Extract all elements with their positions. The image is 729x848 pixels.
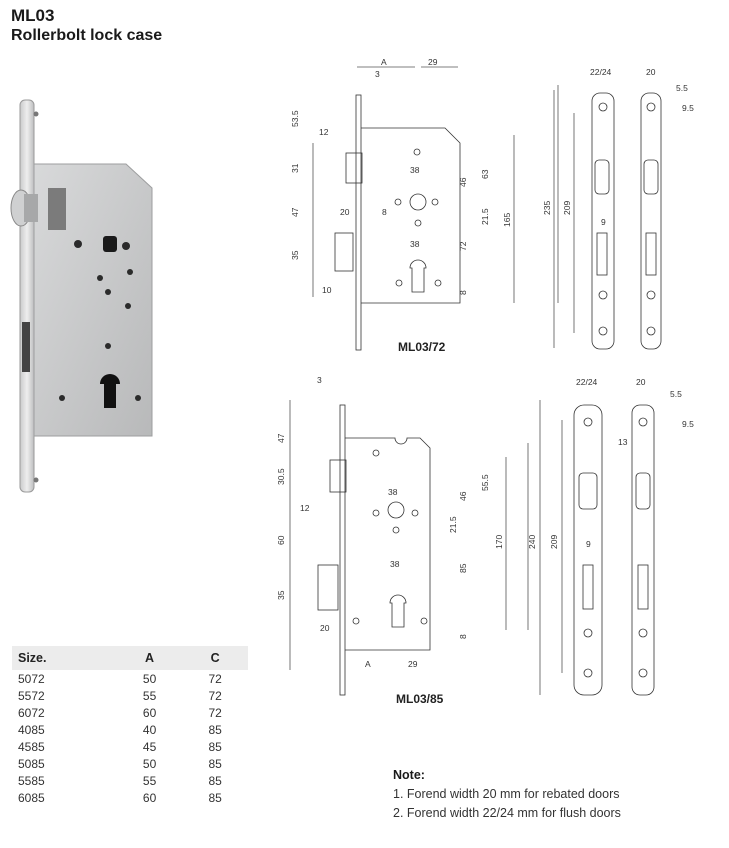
dim-bot-38a: 38 (388, 487, 398, 497)
a-cell: 55 (142, 688, 157, 703)
dim-bot-47: 47 (276, 433, 286, 443)
size-table-header: Size. A C (12, 646, 248, 670)
dim-top-22-24: 22/24 (590, 67, 612, 77)
notes: Note: 1. Forend width 20 mm for rebated … (393, 766, 621, 823)
dim-top-38a: 38 (410, 165, 420, 175)
c-cell: 85 (208, 756, 222, 771)
dim-top-8-dia: 8 (382, 207, 387, 217)
a-cell: 55 (142, 773, 157, 788)
dim-bot-29: 29 (408, 659, 418, 669)
dim-top-46: 46 (458, 177, 468, 187)
dim-bot-21-5: 21.5 (448, 516, 458, 533)
dim-bot-a: A (365, 659, 371, 669)
dim-bot-240: 240 (527, 535, 537, 549)
dim-top-72: 72 (458, 241, 468, 251)
note-item: 2. Forend width 22/24 mm for flush doors (393, 806, 621, 820)
a-cell: 50 (142, 671, 157, 686)
dim-top-20: 20 (340, 207, 350, 217)
c-cell: 85 (208, 739, 222, 754)
dim-top-165: 165 (502, 213, 512, 227)
a-cell: 40 (142, 722, 157, 737)
product-model: ML03 (11, 6, 55, 25)
dim-top-8: 8 (458, 290, 468, 295)
size-cell: 6085 (18, 790, 45, 805)
size-cell: 5085 (18, 756, 45, 771)
dim-top-a: A (381, 57, 387, 67)
dim-top-53-5: 53.5 (290, 110, 300, 127)
dim-top-9: 9 (601, 217, 606, 227)
a-cell: 60 (142, 790, 157, 805)
lock-case-photo (10, 99, 153, 493)
c-cell: 72 (208, 705, 222, 720)
dim-bot-209: 209 (549, 535, 559, 549)
product-subtitle: Rollerbolt lock case (11, 27, 163, 44)
note-item: 1. Forend width 20 mm for rebated doors (393, 787, 620, 801)
size-cell: 5585 (18, 773, 45, 788)
dim-bot-20: 20 (320, 623, 330, 633)
dim-bot-8: 8 (458, 634, 468, 639)
c-header: C (182, 646, 248, 670)
dim-top-47: 47 (290, 207, 300, 217)
dim-top-5-5: 5.5 (676, 83, 688, 93)
dim-top-20b: 20 (646, 67, 656, 77)
dim-bot-170: 170 (494, 535, 504, 549)
dim-bot-46: 46 (458, 491, 468, 501)
dim-bot-55-5: 55.5 (480, 474, 490, 491)
c-cell: 72 (208, 688, 222, 703)
dim-bot-13: 13 (618, 437, 628, 447)
dim-top-31: 31 (290, 163, 300, 173)
dim-bot-20b: 20 (636, 377, 646, 387)
dim-bot-35: 35 (276, 590, 286, 600)
dim-bot-38b: 38 (390, 559, 400, 569)
dim-top-3: 3 (375, 69, 380, 79)
dim-top-29: 29 (428, 57, 438, 67)
title-block: ML03 Rollerbolt lock case (11, 6, 162, 46)
size-cell: 5072 (18, 671, 45, 686)
size-cell: 6072 (18, 705, 45, 720)
a-cell: 50 (142, 756, 157, 771)
a-cell: 45 (142, 739, 157, 754)
drawing-label-bottom: ML03/85 (396, 692, 444, 706)
dim-bot-9-5: 9.5 (682, 419, 694, 429)
dim-bot-3: 3 (317, 375, 322, 385)
dim-top-38b: 38 (410, 239, 420, 249)
size-cell: 4085 (18, 722, 45, 737)
c-cell: 72 (208, 671, 222, 686)
dim-bot-9: 9 (586, 539, 591, 549)
dim-top-35: 35 (290, 250, 300, 260)
dim-top-63: 63 (480, 169, 490, 179)
dim-top-10: 10 (322, 285, 332, 295)
dim-top-21-5: 21.5 (480, 208, 490, 225)
c-cell: 85 (208, 790, 222, 805)
dim-top-235: 235 (542, 201, 552, 215)
a-header: A (116, 646, 183, 670)
technical-drawings: A 29 3 53.5 12 31 47 20 35 10 38 46 63 2… (276, 57, 694, 706)
dim-bot-5-5: 5.5 (670, 389, 682, 399)
note-title: Note: (393, 768, 425, 782)
dim-bot-85: 85 (458, 563, 468, 573)
dim-bot-12: 12 (300, 503, 310, 513)
dim-top-12: 12 (319, 127, 329, 137)
dim-top-209: 209 (562, 201, 572, 215)
c-cell: 85 (208, 773, 222, 788)
dim-top-9-5: 9.5 (682, 103, 694, 113)
size-cell: 5572 (18, 688, 45, 703)
drawing-label-top: ML03/72 (398, 340, 446, 354)
dim-bot-60: 60 (276, 535, 286, 545)
dim-bot-22-24: 22/24 (576, 377, 598, 387)
a-cell: 60 (142, 705, 157, 720)
dim-bot-30-5: 30.5 (276, 468, 286, 485)
size-header: Size. (12, 646, 117, 670)
size-cell: 4585 (18, 739, 45, 754)
c-cell: 85 (208, 722, 222, 737)
